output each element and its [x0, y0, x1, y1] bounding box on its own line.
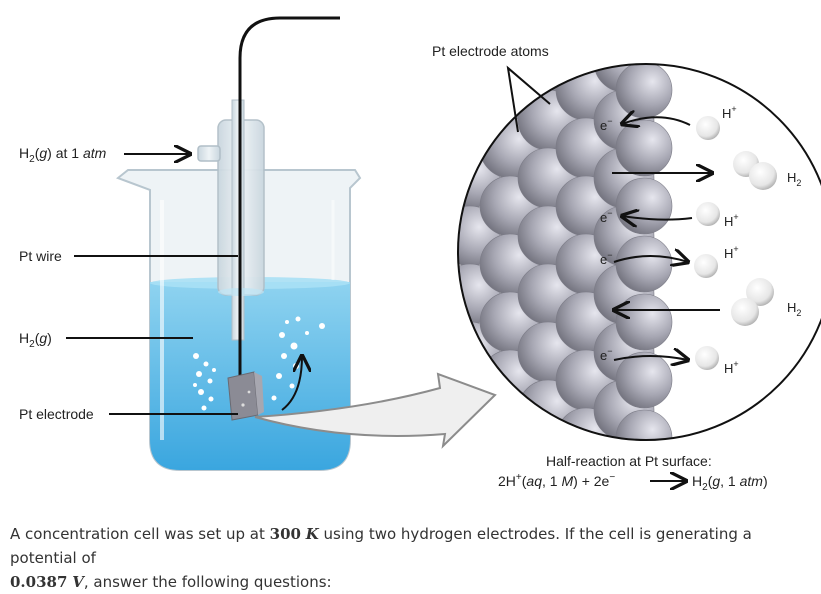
hydrogen-electrode-diagram: H2(g) at 1 atm Pt wire H2(g) Pt electrod…	[19, 16, 821, 493]
voltage-unit: V	[72, 573, 84, 591]
proton-1	[696, 116, 720, 140]
pt-electrode	[227, 371, 264, 421]
magnify-arrow	[254, 372, 497, 449]
electron-3: e−	[600, 250, 613, 267]
question-text: A concentration cell was set up at 300 K…	[10, 522, 815, 594]
electron-4: e−	[600, 346, 613, 363]
half-reaction-equation-right: H2(g, 1 atm)	[692, 473, 768, 493]
temperature-value: 300	[269, 525, 301, 543]
question-part-1: A concentration cell was set up at	[10, 525, 270, 543]
h2-label-1: H2	[787, 170, 801, 188]
gas-bubbles	[193, 316, 325, 411]
h2-molecule-1	[749, 162, 777, 190]
question-part-2: using two hydrogen electrodes. If the ce…	[10, 525, 752, 567]
pt-wire	[238, 16, 340, 380]
proton-1-label: H+	[722, 104, 737, 121]
proton-4-label: H+	[724, 359, 739, 376]
pt-electrode-label: Pt electrode	[19, 406, 94, 422]
bubble-arrow	[281, 356, 302, 411]
electron-2: e−	[600, 208, 613, 225]
atoms-leader	[506, 65, 551, 133]
question-part-3: , answer the following questions:	[83, 573, 332, 591]
h2-molecule-2	[731, 298, 759, 326]
proton-2-label: H+	[724, 212, 739, 229]
proton-3	[694, 254, 718, 278]
pt-electrode-atoms-label: Pt electrode atoms	[432, 43, 549, 59]
proton-3-label: H+	[724, 244, 739, 261]
voltage-value: 0.0387	[10, 573, 68, 591]
h2-inlet-label: H2(g) at 1 atm	[19, 145, 107, 165]
temperature-unit: K	[305, 525, 319, 543]
zoom-reactions: e− H+ H2 e− H+ e− H+ H2 e− H+	[600, 104, 801, 376]
h2-label-2: H2	[787, 300, 801, 318]
h2-gas-label: H2(g)	[19, 330, 52, 350]
electron-1: e−	[600, 116, 613, 133]
proton-4	[695, 346, 719, 370]
proton-2	[696, 202, 720, 226]
half-reaction-title: Half-reaction at Pt surface:	[546, 453, 712, 469]
half-reaction-equation-left: 2H+(aq, 1 M) + 2e−	[498, 472, 615, 489]
zoom-circle	[457, 63, 821, 441]
pt-wire-label: Pt wire	[19, 248, 62, 264]
